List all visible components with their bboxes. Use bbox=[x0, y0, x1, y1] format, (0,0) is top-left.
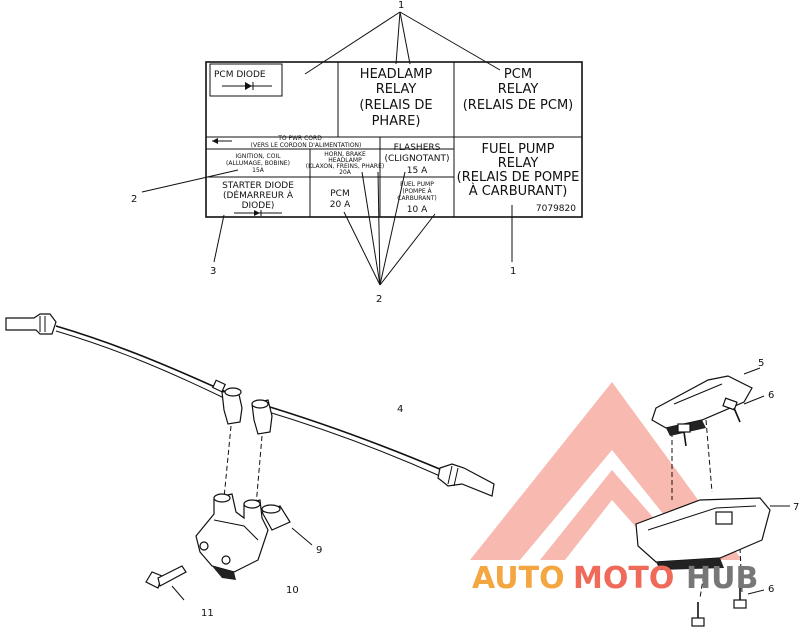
screw-part-top bbox=[677, 395, 765, 447]
relay-bracket-part bbox=[651, 367, 761, 436]
svg-text:HEADLAMP: HEADLAMP bbox=[360, 67, 433, 82]
svg-text:HEADLAMP: HEADLAMP bbox=[328, 157, 362, 164]
starter-diode-label: STARTER DIODE (DÉMARREUR À DIODE) bbox=[222, 181, 294, 211]
callout-3: 3 bbox=[210, 266, 216, 277]
callout-9: 9 bbox=[316, 545, 322, 556]
fuse-box-cover-part bbox=[635, 497, 790, 570]
part-number: 7079820 bbox=[536, 204, 576, 214]
svg-text:FUEL PUMP: FUEL PUMP bbox=[400, 181, 434, 188]
svg-text:20 A: 20 A bbox=[330, 200, 351, 210]
svg-text:(RELAIS DE POMPE: (RELAIS DE POMPE bbox=[457, 170, 580, 185]
svg-text:STARTER DIODE: STARTER DIODE bbox=[222, 181, 294, 191]
screw-part-bottom bbox=[691, 588, 765, 627]
svg-text:(VERS LE CORDON D'ALIMENTATION: (VERS LE CORDON D'ALIMENTATION) bbox=[251, 142, 362, 149]
bushing-part bbox=[261, 504, 313, 546]
ignition-fuse-label: IGNITION, COIL (ALLUMAGE, BOBINE) 15A bbox=[226, 153, 290, 174]
leader-lines bbox=[141, 11, 513, 286]
svg-text:(RELAIS DE PCM): (RELAIS DE PCM) bbox=[463, 98, 574, 113]
svg-text:PCM: PCM bbox=[330, 189, 349, 199]
callout-11: 11 bbox=[201, 608, 214, 619]
svg-text:CARBURANT): CARBURANT) bbox=[397, 195, 437, 202]
svg-text:20A: 20A bbox=[339, 169, 352, 176]
pcm-diode-label: PCM DIODE bbox=[214, 70, 266, 80]
starter-diode-symbol-icon bbox=[234, 210, 282, 216]
wire-harness-part bbox=[5, 313, 495, 497]
svg-text:FLASHERS: FLASHERS bbox=[394, 143, 441, 153]
svg-text:PHARE): PHARE) bbox=[372, 114, 421, 129]
fuel-pump-relay-label: FUEL PUMP RELAY (RELAIS DE POMPE À CARBU… bbox=[457, 142, 580, 199]
svg-text:HORN, BRAKE: HORN, BRAKE bbox=[324, 151, 366, 158]
callout-2-bottom: 2 bbox=[376, 294, 382, 305]
fuse-block-bracket-part bbox=[195, 493, 269, 580]
callout-1-top: 1 bbox=[398, 0, 404, 11]
flashers-fuse-label: FLASHERS (CLIGNOTANT) 15 A bbox=[385, 143, 450, 176]
watermark-auto: AUTO bbox=[472, 561, 565, 596]
fuse-label-panel bbox=[205, 61, 583, 218]
callout-4: 4 bbox=[397, 404, 403, 415]
svg-text:TO PWR CORD: TO PWR CORD bbox=[277, 135, 322, 142]
svg-text:RELAY: RELAY bbox=[498, 156, 539, 171]
svg-text:15A: 15A bbox=[252, 167, 265, 174]
svg-text:(DÉMARREUR À: (DÉMARREUR À bbox=[223, 189, 294, 201]
callout-1-right: 1 bbox=[510, 266, 516, 277]
svg-text:(RELAIS DE: (RELAIS DE bbox=[359, 98, 432, 113]
svg-text:IGNITION, COIL: IGNITION, COIL bbox=[235, 153, 281, 160]
fuel-pump-fuse-label: FUEL PUMP (POMPE À CARBURANT) 10 A bbox=[397, 181, 437, 215]
svg-text:(POMPE À: (POMPE À bbox=[402, 188, 432, 195]
svg-text:10 A: 10 A bbox=[407, 205, 428, 215]
svg-text:RELAY: RELAY bbox=[376, 82, 417, 97]
watermark-moto: MOTO bbox=[573, 561, 674, 596]
horn-fuse-label: HORN, BRAKE HEADLAMP (KLAXON, FREINS, PH… bbox=[306, 151, 384, 176]
callout-2-left: 2 bbox=[131, 194, 137, 205]
svg-text:DIODE): DIODE) bbox=[242, 201, 275, 211]
svg-text:PCM: PCM bbox=[504, 67, 532, 82]
svg-text:(ALLUMAGE, BOBINE): (ALLUMAGE, BOBINE) bbox=[226, 160, 290, 167]
diode-symbol-icon bbox=[222, 82, 272, 90]
callout-7: 7 bbox=[793, 502, 799, 513]
pwr-cord-label: TO PWR CORD (VERS LE CORDON D'ALIMENTATI… bbox=[212, 135, 361, 149]
svg-text:(KLAXON, FREINS, PHARE): (KLAXON, FREINS, PHARE) bbox=[306, 163, 384, 170]
svg-text:FUEL PUMP: FUEL PUMP bbox=[482, 142, 555, 157]
watermark-hub: HUB bbox=[686, 561, 758, 596]
pcm-relay-label: PCM RELAY (RELAIS DE PCM) bbox=[463, 67, 574, 113]
callout-6b: 6 bbox=[768, 584, 774, 595]
callout-6a: 6 bbox=[768, 390, 774, 401]
svg-text:15 A: 15 A bbox=[407, 166, 428, 176]
svg-text:À CARBURANT): À CARBURANT) bbox=[469, 183, 568, 199]
svg-text:(CLIGNOTANT): (CLIGNOTANT) bbox=[385, 154, 450, 164]
callout-5: 5 bbox=[758, 358, 764, 369]
bolt-part bbox=[145, 565, 187, 601]
callout-10: 10 bbox=[286, 585, 299, 596]
svg-text:RELAY: RELAY bbox=[498, 82, 539, 97]
watermark-text: AUTO MOTO HUB bbox=[472, 561, 758, 596]
headlamp-relay-label: HEADLAMP RELAY (RELAIS DE PHARE) bbox=[359, 67, 432, 129]
pcm-fuse-label: PCM 20 A bbox=[330, 189, 351, 210]
assembly-guide-lines bbox=[223, 419, 743, 599]
